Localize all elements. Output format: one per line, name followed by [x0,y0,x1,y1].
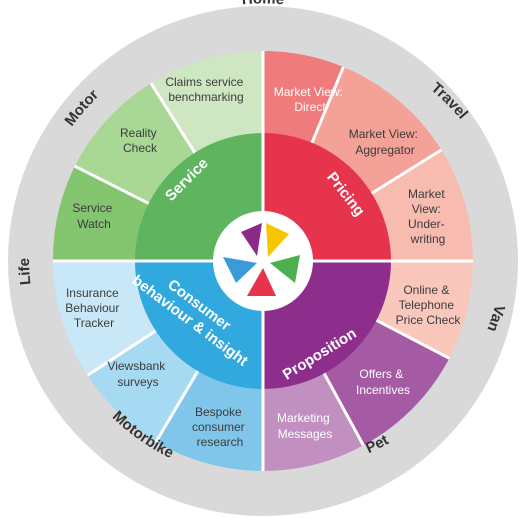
segment-labels: Claims service benchmarking Reality Chec… [65,75,461,449]
outer-label-home: Home [241,0,284,8]
label-online-check: Online & Telephone Price Check [396,283,462,327]
star-logo-icon [223,223,300,296]
label-viewsbank: Viewsbank surveys [107,359,168,389]
outer-label-life: Life [16,258,34,286]
label-offers-incentives: Offers & Incentives [356,367,410,397]
label-ibt: Insurance Behaviour Tracker [65,286,122,330]
label-reality-check: Reality Check [120,126,160,155]
label-bespoke-research: Bespoke consumer research [192,405,248,449]
label-claims-service: Claims service benchmarking [165,75,246,104]
label-mv-underwriting: Market View: Under- writing [408,187,448,246]
center-hub [213,211,313,311]
label-marketing-messages: Marketing Messages [277,411,333,441]
label-service-watch: Service Watch [72,201,115,231]
label-mv-direct: Market View: Direct [274,85,346,114]
label-mv-aggregator: Market View: Aggregator [349,127,421,157]
